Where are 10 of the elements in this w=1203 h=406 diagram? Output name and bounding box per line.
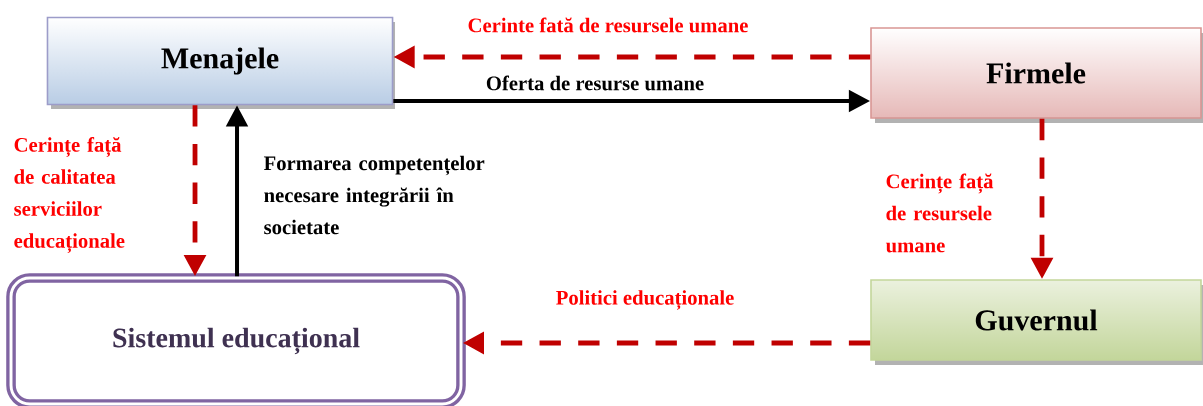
actor-box: Guvernul	[870, 279, 1203, 365]
edge-label: Oferta de resurse umane	[486, 75, 704, 91]
system-box: Sistemul educațional	[6, 273, 466, 406]
actor-box: Firmele	[870, 27, 1203, 123]
actor-box: Menajele	[46, 16, 395, 109]
edge-label: Cerințe față de calitatea serviciilor educaționale	[14, 137, 125, 253]
edge-label: Cerinte fată de resursele umane	[468, 17, 748, 33]
edge-label: Formarea competențelor necesare integrării în societate	[263, 155, 485, 235]
edge-label: Cerințe față de resursele umane	[885, 173, 994, 253]
edge-label: Politici educaționale	[556, 290, 734, 310]
